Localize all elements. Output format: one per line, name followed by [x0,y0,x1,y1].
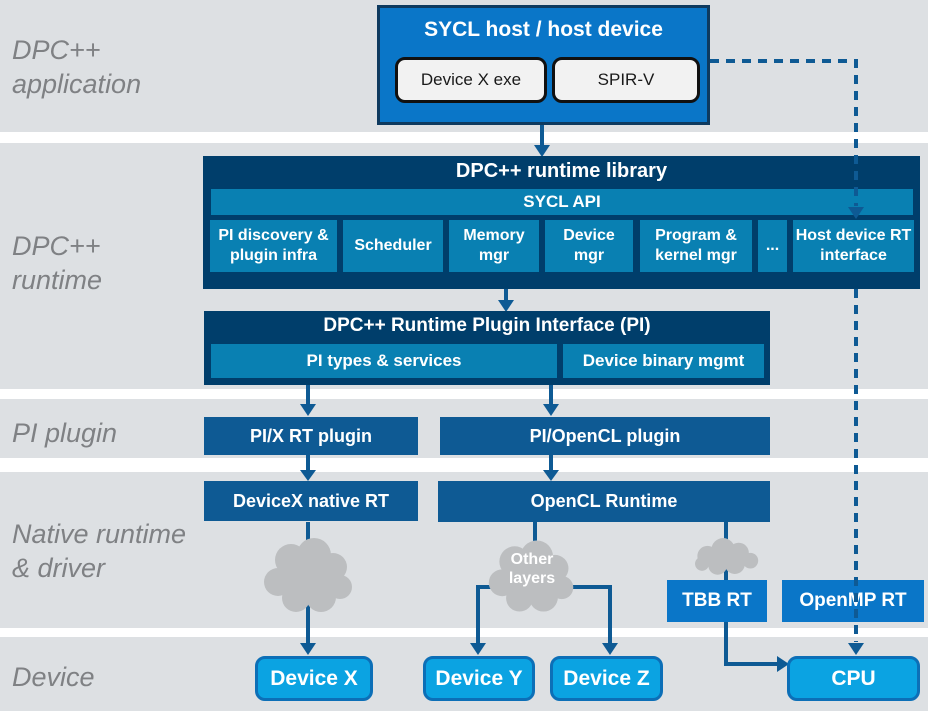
side-label-line: runtime [12,265,103,295]
component-ellipsis: ... [758,220,787,272]
component-scheduler: Scheduler [343,220,443,272]
component-device-mgr: Device mgr [545,220,633,272]
tbb-rt-box: TBB RT [667,580,767,622]
other-layers-label: Other layers [508,551,556,587]
component-memory-mgr: Memory mgr [449,220,539,272]
side-label-line: Device [12,662,95,692]
openmp-rt-box: OpenMP RT [782,580,924,622]
side-label-line: PI plugin [12,418,118,448]
side-label-application: DPC++ application [12,33,141,101]
pi-types-services-box: PI types & services [211,344,557,378]
side-label-runtime: DPC++ runtime [12,229,102,297]
devicex-native-rt-box: DeviceX native RT [204,481,418,521]
side-label-line: Native runtime [12,519,187,549]
cloud-icon [264,538,352,612]
component-program-kernel-mgr: Program & kernel mgr [640,220,752,272]
pi-x-rt-plugin-box: PI/X RT plugin [204,417,418,455]
spirv-chip: SPIR-V [552,57,700,103]
device-x-exe-chip: Device X exe [395,57,547,103]
small-cloud-icon [695,538,759,575]
side-label-line: DPC++ [12,231,101,261]
side-label-line: application [12,69,142,99]
opencl-runtime-box: OpenCL Runtime [438,481,770,522]
pi-opencl-plugin-box: PI/OpenCL plugin [440,417,770,455]
sycl-api-bar: SYCL API [211,189,913,215]
device-y-box: Device Y [423,656,535,701]
component-pi-discovery: PI discovery & plugin infra [210,220,337,272]
cpu-box: CPU [787,656,920,701]
side-label-line: & driver [12,553,106,583]
runtime-library-title: DPC++ runtime library [455,160,668,182]
device-z-box: Device Z [550,656,663,701]
other-layers-cloud-icon [488,540,574,612]
side-label-device: Device [12,660,95,694]
side-label-line: DPC++ [12,35,101,65]
component-host-device-rt: Host device RT interface [793,220,914,272]
sycl-host-title: SYCL host / host device [424,18,663,41]
device-x-box: Device X [255,656,373,701]
plugin-interface-title: DPC++ Runtime Plugin Interface (PI) [323,315,651,336]
side-label-native: Native runtime & driver [12,517,186,585]
device-binary-mgmt-box: Device binary mgmt [563,344,764,378]
side-label-pi-plugin: PI plugin [12,416,117,450]
